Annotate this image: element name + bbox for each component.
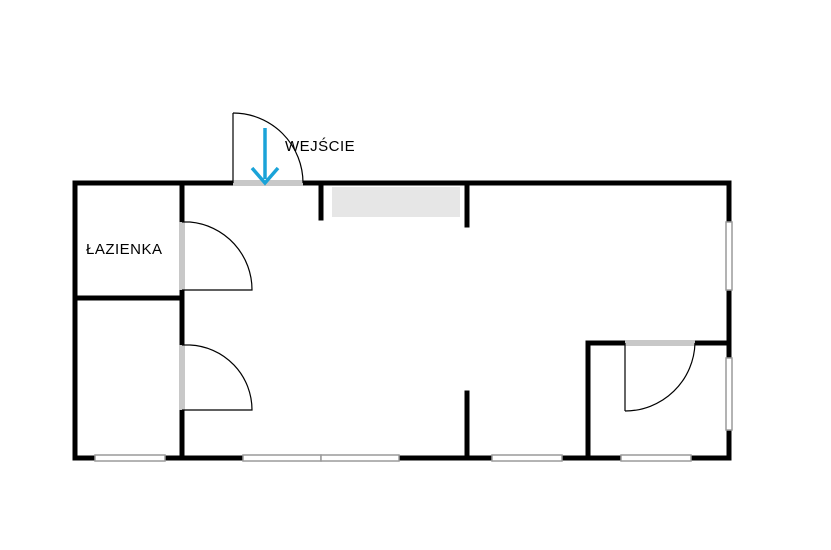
doors [179, 112, 696, 412]
small-room-door [624, 340, 696, 412]
window-bottom-4 [491, 454, 563, 462]
closet-door [179, 344, 253, 411]
window-right-2 [725, 357, 733, 431]
bathroom-label: ŁAZIENKA [86, 241, 163, 258]
window-bottom-5 [620, 454, 692, 462]
window-right-1 [725, 221, 733, 291]
walls [72, 180, 732, 461]
entrance-label: WEJŚCIE [285, 138, 356, 155]
entrance-door [232, 112, 304, 186]
bathroom-door [179, 221, 253, 291]
windows [94, 221, 733, 462]
arrow-down-icon [250, 128, 280, 186]
window-bottom-3 [320, 454, 400, 462]
window-bottom-2 [242, 454, 322, 462]
kitchen-counter [332, 187, 460, 217]
window-bottom-1 [94, 454, 166, 462]
